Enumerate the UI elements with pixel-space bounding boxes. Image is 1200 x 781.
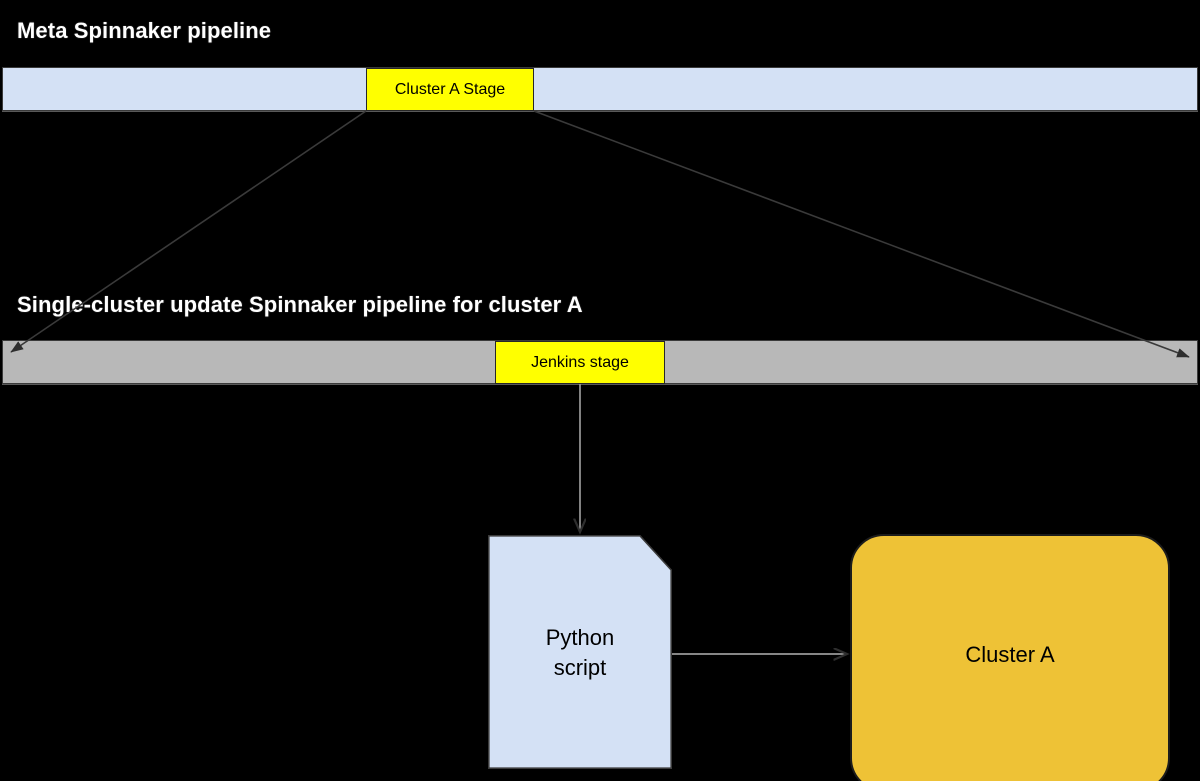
single-cluster-pipeline-heading: Single-cluster update Spinnaker pipeline… xyxy=(17,292,583,317)
cluster-a-label: Cluster A xyxy=(965,642,1055,667)
connector-stage-to-pipeline-right xyxy=(533,110,1190,358)
jenkins-stage-label: Jenkins stage xyxy=(531,353,629,371)
python-script-label-line1: Python xyxy=(545,625,615,650)
jenkins-stage-chip[interactable]: Jenkins stage xyxy=(495,341,665,384)
python-script-label-line2: script xyxy=(553,655,607,680)
python-script-label: Python script xyxy=(488,623,672,683)
cluster-a-stage-label: Cluster A Stage xyxy=(394,80,506,98)
cluster-a-node[interactable] xyxy=(850,534,1170,781)
meta-pipeline-heading: Meta Spinnaker pipeline xyxy=(17,18,272,43)
cluster-a-stage-chip[interactable]: Cluster A Stage xyxy=(366,68,534,111)
meta-pipeline-bar[interactable] xyxy=(2,67,1198,111)
